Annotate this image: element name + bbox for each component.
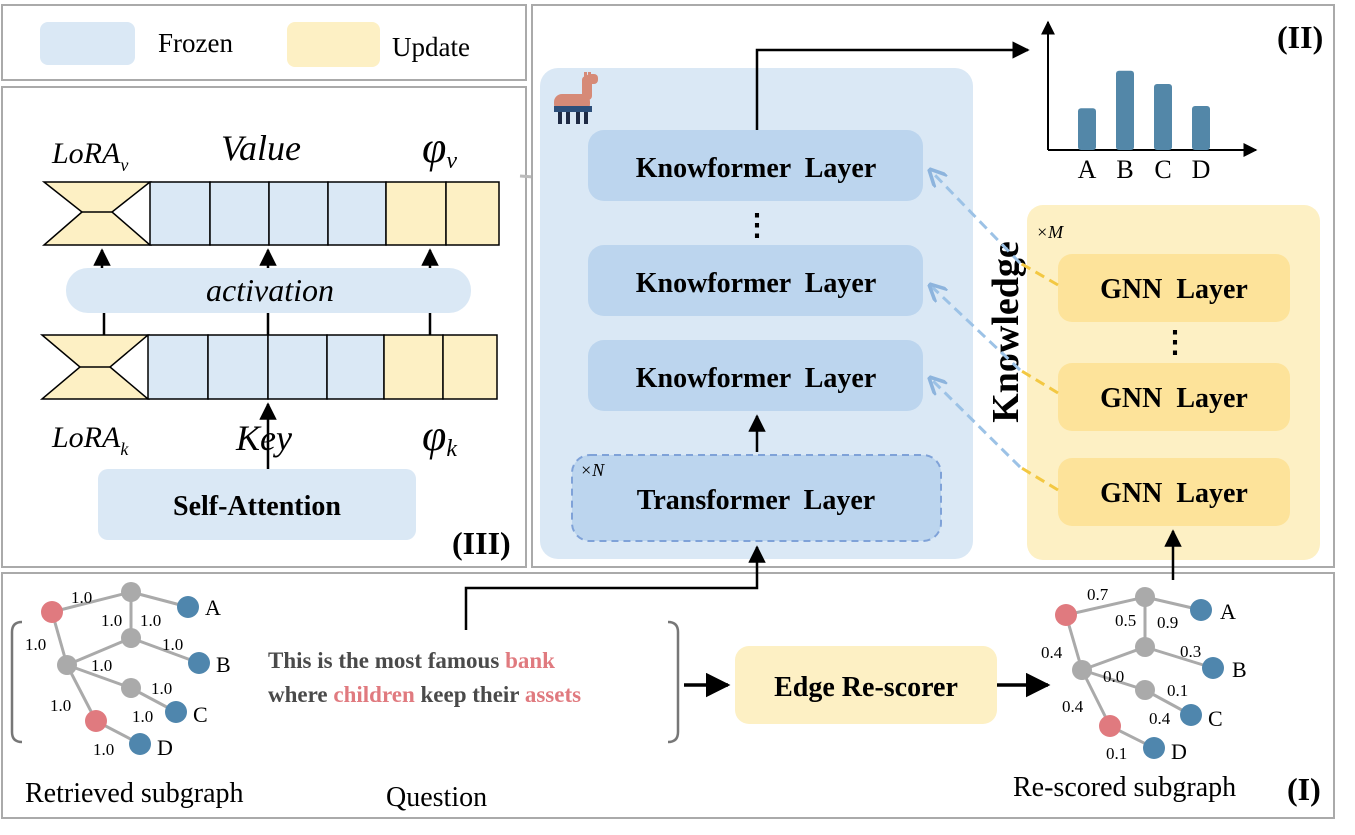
retrieved-subgraph: 1.0 1.0 1.0 1.0 1.0 1.0 1.0 1.0 1.0 1.0 … [10,582,231,760]
bar-D [1192,106,1210,150]
activation-block [66,268,471,313]
knowformer-layer-top [588,130,923,201]
knowformer-layer-bottom-label: Knowformer Layer [636,363,877,394]
svg-text:0.4: 0.4 [1041,643,1063,662]
bar-label-D: D [1192,155,1211,184]
svg-text:C: C [193,702,208,727]
panel-ii: (II) Knowformer Layer ⋮ Knowformer Layer… [531,4,1335,568]
frozen-swatch [40,22,135,65]
bar-B [1116,70,1134,150]
key-label: Key [235,418,292,458]
gnn-layer-mid-label: GNN Layer [1100,383,1248,414]
panel-iii-tag: (III) [452,525,511,561]
edge-rescorer-label: Edge Re-scorer [774,672,958,703]
question-line-2: where children keep their assets [268,682,581,707]
llama-icon [554,72,598,124]
retrieved-caption: Retrieved subgraph [25,778,244,809]
svg-text:B: B [1232,657,1247,682]
svg-text:C: C [1208,706,1223,731]
transformer-layer-label: Transformer Layer [637,485,875,516]
bar-label-B: B [1116,155,1133,184]
update-label: Update [392,32,470,62]
self-attention-label: Self-Attention [173,491,341,522]
svg-text:0.0: 0.0 [1103,667,1124,686]
question-to-transformer-arrow [464,545,766,630]
gnn-repeat: ×M [1036,222,1064,242]
panel-iii: LoRAv Value φv activation [1,86,527,568]
gnn-layer-top [1058,254,1290,322]
knowformer-vdots: ⋮ [742,209,772,242]
legend: Frozen Update [1,4,527,81]
svg-text:1.0: 1.0 [151,679,172,698]
svg-text:0.4: 0.4 [1062,697,1084,716]
knowformer-layer-top-label: Knowformer Layer [636,153,877,184]
svg-text:B: B [216,652,231,677]
question-line-1: This is the most famous bank [268,648,555,673]
frozen-label: Frozen [158,28,233,58]
svg-text:D: D [157,735,173,760]
svg-text:1.0: 1.0 [50,696,71,715]
svg-text:1.0: 1.0 [93,740,114,759]
svg-text:1.0: 1.0 [71,588,92,607]
lora-v-label: LoRAv [51,137,128,175]
update-swatch [287,22,380,67]
svg-text:0.9: 0.9 [1157,613,1178,632]
phi-k-label: φk [422,411,457,462]
gnn-layer-mid [1058,363,1290,431]
svg-text:1.0: 1.0 [162,635,183,654]
edge-rescorer-block [735,646,997,724]
svg-text:1.0: 1.0 [132,707,153,726]
knowformer-layer-mid-label: Knowformer Layer [636,268,877,299]
svg-text:0.4: 0.4 [1149,709,1171,728]
svg-text:1.0: 1.0 [140,611,161,630]
svg-text:0.3: 0.3 [1180,642,1201,661]
bar-C [1154,84,1172,150]
knowledge-arrows [930,170,1059,492]
panel-i-tag: (I) [1287,771,1321,807]
question-caption: Question [386,782,487,813]
value-vector [149,181,500,246]
bar-A [1078,108,1096,150]
gnn-layer-bottom-label: GNN Layer [1100,478,1248,509]
self-attention-block [98,469,416,540]
knowformer-layer-mid [588,245,923,316]
transformer-repeat: ×N [580,460,605,480]
value-label: Value [221,128,301,168]
rescored-subgraph: 0.7 0.5 0.9 0.3 0.4 0.0 0.1 0.4 0.4 0.1 … [1041,585,1247,764]
svg-text:0.5: 0.5 [1115,611,1136,630]
gnn-layer-top-label: GNN Layer [1100,274,1248,305]
panel-i: 1.0 1.0 1.0 1.0 1.0 1.0 1.0 1.0 1.0 1.0 … [1,529,1335,819]
activation-label: activation [206,272,334,308]
svg-text:0.1: 0.1 [1106,744,1127,763]
gnn-vdots: ⋮ [1160,326,1190,359]
knowledge-label: Knowledge [985,241,1027,423]
svg-text:1.0: 1.0 [91,656,112,675]
svg-text:0.1: 0.1 [1167,681,1188,700]
svg-text:1.0: 1.0 [25,635,46,654]
transformer-layer [571,454,942,542]
svg-text:0.7: 0.7 [1087,585,1109,604]
gnn-layer-bottom [1058,458,1290,526]
bar-label-C: C [1154,155,1171,184]
panel-ii-tag: (II) [1277,19,1323,55]
svg-text:1.0: 1.0 [101,611,122,630]
bar-label-A: A [1078,155,1097,184]
svg-text:D: D [1171,739,1187,764]
phi-v-label: φv [422,123,457,174]
svg-text:A: A [1220,599,1236,624]
lora-k-label: LoRAk [51,421,129,459]
key-vector [147,334,498,400]
knowformer-layer-bottom [588,340,923,411]
svg-text:A: A [205,595,221,620]
output-arrow [755,41,1030,130]
rescored-caption: Re-scored subgraph [1013,772,1236,803]
